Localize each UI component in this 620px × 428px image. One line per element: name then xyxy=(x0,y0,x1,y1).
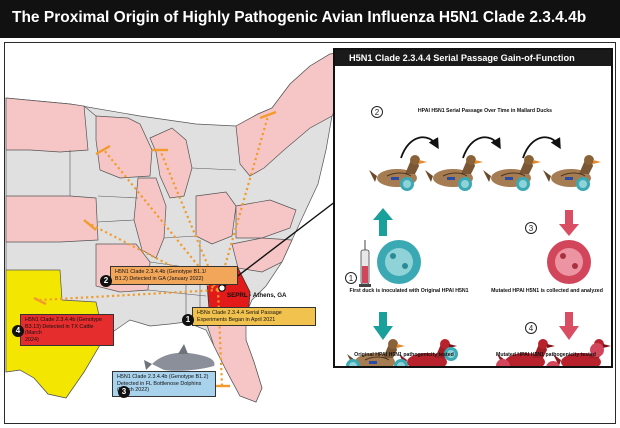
callout-text: Experiments Began in April 2021 xyxy=(197,316,276,323)
passage-arrows xyxy=(400,136,561,159)
step-badge-3: 3 xyxy=(118,386,130,398)
mutated-pathogenicity-test xyxy=(496,339,611,366)
original-virus-icon xyxy=(377,240,421,284)
panel-step-4: 4 xyxy=(525,322,537,334)
callout-tx-cattle: H5N1 Clade 2.3.4.4b (Genotype B3.13) Det… xyxy=(20,314,114,347)
callout-text: (March 2022) xyxy=(117,387,150,394)
callout-text: 2024) xyxy=(25,336,39,343)
panel-header: H5N1 Clade 2.3.4.4 Serial Passage Gain-o… xyxy=(335,50,611,66)
state-michigan xyxy=(149,127,193,199)
state-virginia xyxy=(235,199,297,239)
lab-marker xyxy=(218,284,226,292)
lab-pointer-line xyxy=(221,197,341,289)
step-badge-4: 4 xyxy=(12,325,24,337)
callout-text: B1.2) Detected in GA (January 2022) xyxy=(115,275,204,282)
state-wisconsin xyxy=(95,115,153,179)
state-carolinas xyxy=(231,237,293,273)
panel-step-2: 2 xyxy=(371,106,383,118)
callout-text: H5Nx Clade 2.3.4.4 Serial Passage xyxy=(197,310,282,316)
arrow-down-left xyxy=(373,312,393,340)
spread-routes xyxy=(39,115,270,387)
state-ohio-valley xyxy=(195,191,237,245)
callout-text: H5N1 Clade 2.3.4.4b (Genotype xyxy=(25,317,103,323)
state-northern-plains xyxy=(5,97,89,153)
callout-text: Detected in FL Bottlenose Dolphins xyxy=(117,380,202,387)
route-endpoints xyxy=(33,110,277,388)
arrow-up xyxy=(373,208,393,236)
state-illinois xyxy=(133,177,167,259)
callout-text: B3.13) Detected in TX Cattle (March xyxy=(25,323,94,337)
mutated-virus-icon xyxy=(547,240,591,284)
callout-ga-detection: H5N1 Clade 2.3.4.4b (Genotype B1.1/ B1.2… xyxy=(110,266,238,286)
syringe-icon xyxy=(359,240,371,287)
original-test-label: Original HPAI H5N1 pathogenicity tested xyxy=(354,352,454,358)
callout-text: H5N1 Clade 2.3.4.4b (Genotype B1.1/ xyxy=(115,269,207,275)
panel-illustration xyxy=(346,136,611,366)
arrow-down-right xyxy=(559,210,579,236)
step-badge-1: 1 xyxy=(182,314,194,326)
arrow-down-right-lower xyxy=(559,312,579,340)
figure-title: The Proximal Origin of Highly Pathogenic… xyxy=(12,9,587,26)
inoculation-label: First duck is inoculated with Original H… xyxy=(349,288,469,294)
step-badge-2: 2 xyxy=(100,275,112,287)
panel-step-3: 3 xyxy=(525,222,537,234)
lab-location-label: SEPRL - Athens, GA xyxy=(227,292,287,299)
panel-step-1: 1 xyxy=(345,272,357,284)
callout-text: H5N1 Clade 2.3.4.4b (Genotype B1.2) xyxy=(117,374,209,380)
dolphin-icon xyxy=(144,344,215,371)
state-kansas-area xyxy=(5,195,99,243)
callout-serial-passage-start: H5Nx Clade 2.3.4.4 Serial Passage Experi… xyxy=(192,307,316,327)
serial-passage-panel: H5N1 Clade 2.3.4.4 Serial Passage Gain-o… xyxy=(333,48,613,368)
mutated-test-label: Mutated HPAI H5N1 pathogenicity tested xyxy=(496,352,596,358)
title-bar: The Proximal Origin of Highly Pathogenic… xyxy=(0,0,620,38)
panel-title: H5N1 Clade 2.3.4.4 Serial Passage Gain-o… xyxy=(349,53,575,63)
analysis-label: Mutated HPAI H5N1 is collected and analy… xyxy=(491,288,603,294)
serial-passage-label: HPAI H5N1 Serial Passage Over Time in Ma… xyxy=(417,108,553,114)
